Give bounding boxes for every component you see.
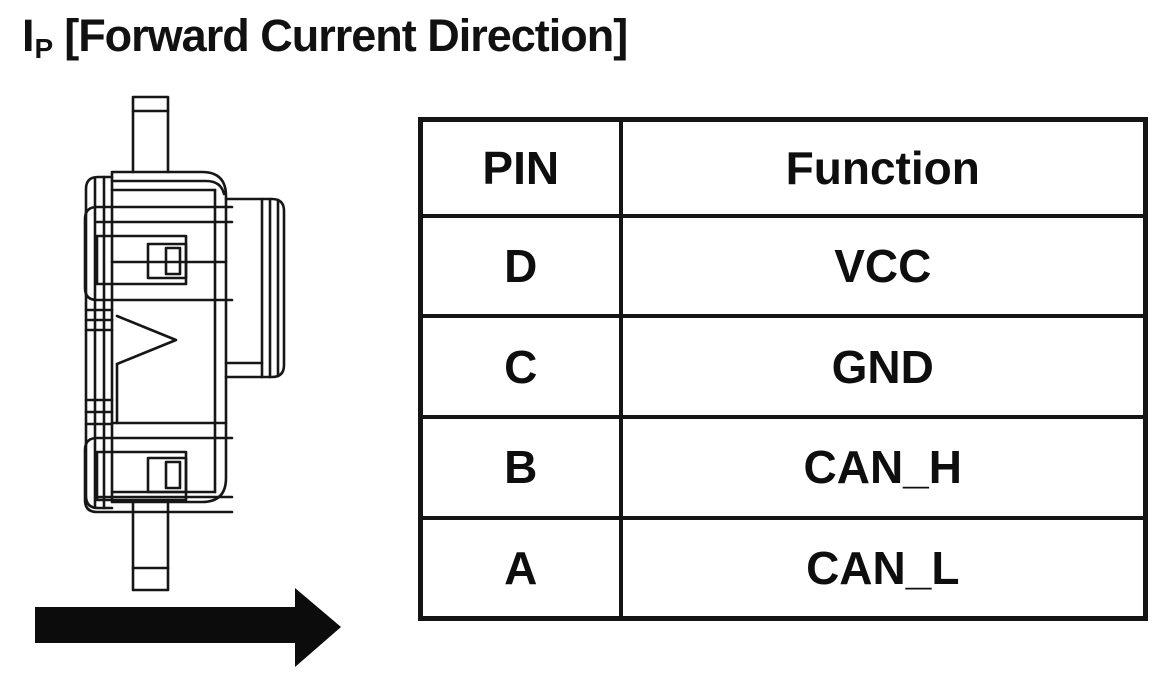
pin-cell: A [418,515,623,621]
orientation-triangle-mark [115,314,178,425]
connector-bottom-clip [83,436,234,514]
current-symbol-letter: I [22,10,34,61]
connector-top-clip [83,205,234,302]
connector-mating-end [224,197,286,379]
pin-cell: B [418,415,623,520]
function-cell: GND [618,314,1148,419]
table-header-row: PIN Function [418,117,1148,218]
connector-top-pin [131,95,170,174]
connector-left-flange [84,175,114,510]
current-symbol: IP [22,10,54,64]
page-title: IP[Forward Current Direction] [22,10,628,64]
connector-drawing [35,95,341,667]
connector-bottom-pin [131,500,170,592]
current-symbol-subscript: P [34,33,54,64]
forward-direction-arrow-icon [35,588,341,667]
function-cell: CAN_H [618,415,1148,520]
function-column-header: Function [618,117,1148,218]
pin-cell: D [418,213,623,319]
pin-cell: C [418,314,623,419]
function-cell: CAN_L [618,515,1148,621]
title-text: [Forward Current Direction] [64,10,628,61]
pin-column-header: PIN [418,117,623,218]
function-cell: VCC [618,213,1148,319]
connector-figure [0,80,400,673]
